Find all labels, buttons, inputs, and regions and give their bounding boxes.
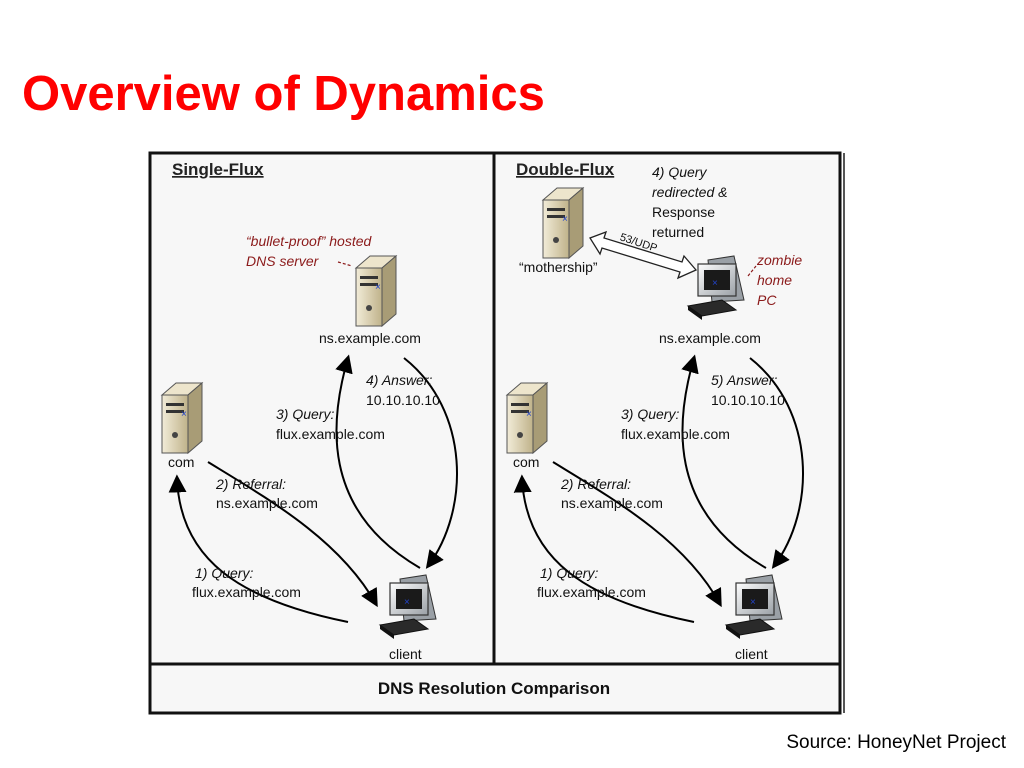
query-note-line3: Response [652, 204, 715, 220]
double-flux-panel: Double-Flux × “mothership” 53/UDP 4) Que… [505, 160, 804, 662]
arrow-referral2 [207, 461, 378, 608]
client-computer-icon: × [724, 574, 783, 639]
zombie-label-line3: PC [757, 292, 777, 308]
com-server-icon: × [505, 381, 549, 455]
step5-value: 10.10.10.10 [711, 392, 785, 408]
note-connector [337, 261, 353, 267]
query-note-line4: returned [652, 224, 704, 240]
query-note-line2: redirected & [652, 184, 727, 200]
zombie-label-line2: home [757, 272, 792, 288]
ns-label: ns.example.com [319, 330, 421, 346]
arrow-query3 [335, 354, 421, 569]
diagram-frame [148, 151, 845, 715]
com-server-icon: × [160, 381, 204, 455]
svg-text:×: × [404, 597, 410, 608]
udp-link-arrow: 53/UDP [589, 230, 698, 280]
svg-text:×: × [181, 409, 187, 420]
step2-title: 2) Referral: [215, 476, 286, 492]
svg-text:×: × [526, 409, 532, 420]
arrow-answer4 [403, 357, 458, 569]
step2-value: ns.example.com [216, 495, 318, 511]
svg-text:×: × [750, 597, 756, 608]
mothership-server-icon: × [541, 186, 585, 260]
zombie-pc-icon: × [686, 255, 745, 320]
step1-value: flux.example.com [537, 584, 646, 600]
bullet-proof-note-line2: DNS server [246, 253, 320, 269]
step1-title: 1) Query: [195, 565, 253, 581]
step2-value: ns.example.com [561, 495, 663, 511]
client-label: client [735, 646, 768, 662]
svg-text:×: × [712, 278, 718, 289]
ns-label: ns.example.com [659, 330, 761, 346]
source-credit: Source: HoneyNet Project [786, 732, 1006, 753]
query-note-line1: 4) Query [652, 164, 707, 180]
step2-title: 2) Referral: [560, 476, 631, 492]
single-flux-panel: Single-Flux “bullet-proof” hosted DNS se… [160, 160, 458, 662]
step4-title: 4) Answer: [366, 372, 433, 388]
diagram-caption: DNS Resolution Comparison [378, 679, 610, 698]
arrow-answer5 [749, 357, 804, 569]
bullet-proof-note-line1: “bullet-proof” hosted [246, 233, 373, 249]
double-flux-title: Double-Flux [516, 160, 615, 179]
client-label: client [389, 646, 422, 662]
svg-text:×: × [375, 282, 381, 293]
com-label: com [168, 454, 194, 470]
arrow-query1 [168, 474, 349, 623]
svg-text:×: × [562, 214, 568, 225]
mothership-label: “mothership” [519, 259, 598, 275]
zombie-note-connector [747, 265, 757, 277]
step3-value: flux.example.com [276, 426, 385, 442]
step3-title: 3) Query: [621, 406, 679, 422]
client-computer-icon: × [378, 574, 437, 639]
arrow-query3 [681, 354, 767, 569]
step1-title: 1) Query: [540, 565, 598, 581]
step1-value: flux.example.com [192, 584, 301, 600]
slide-title: Overview of Dynamics [22, 67, 545, 121]
arrow-query1 [513, 474, 695, 623]
step5-title: 5) Answer: [711, 372, 778, 388]
com-label: com [513, 454, 539, 470]
ns-server-icon: × [354, 254, 398, 328]
step4-value: 10.10.10.10 [366, 392, 440, 408]
arrow-referral2 [552, 461, 722, 608]
step3-value: flux.example.com [621, 426, 730, 442]
step3-title: 3) Query: [276, 406, 334, 422]
single-flux-title: Single-Flux [172, 160, 264, 179]
zombie-label-line1: zombie [756, 252, 802, 268]
